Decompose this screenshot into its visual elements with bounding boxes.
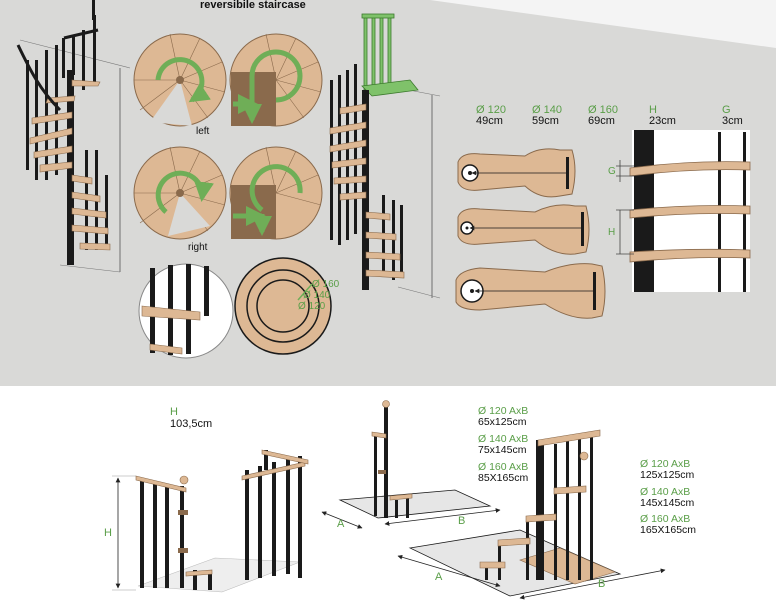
diameter-rings: Ø 160 Ø 140 Ø 120 [234, 257, 340, 355]
opening-small-label-160: Ø 160 AxB [478, 461, 528, 473]
step-dim-label-h: H [649, 104, 657, 116]
railing-h-value: 103,5cm [170, 418, 212, 430]
diameter-spec-table: Ø 120 49cm Ø 140 59cm Ø 160 69cm H 23cm … [476, 104, 743, 127]
ring-label-140: Ø 140 [303, 290, 331, 301]
spiral-staircase-left [16, 0, 131, 273]
diameter-value-120: 49cm [476, 115, 503, 127]
marker-g: G [608, 166, 616, 177]
step-shape-140 [457, 204, 590, 255]
step-dim-value-g: 3cm [722, 115, 743, 127]
opening-large-specs: Ø 120 AxB 125x125cm Ø 140 AxB 145x145cm … [640, 458, 696, 536]
diameter-label-120: Ø 120 [476, 104, 506, 116]
step-dim-label-g: G [722, 104, 731, 116]
rotation-left-label: left [196, 126, 210, 137]
opening-small-b: B [458, 515, 465, 527]
opening-small-value-120: 65x125cm [478, 416, 527, 428]
ring-label-120: Ø 120 [298, 301, 326, 312]
opening-large-b: B [598, 578, 605, 590]
step-shape-120 [457, 148, 576, 198]
diameter-label-160: Ø 160 [588, 104, 618, 116]
opening-large-a: A [435, 571, 443, 583]
opening-small-specs: Ø 120 AxB 65x125cm Ø 140 AxB 75x145cm Ø … [478, 405, 528, 484]
rotation-right-wheel-a [133, 146, 227, 240]
step-shape-160 [455, 263, 606, 319]
opening-small-value-140: 75x145cm [478, 444, 527, 456]
opening-small-label-140: Ø 140 AxB [478, 433, 528, 445]
rotation-left-wheel-b [229, 33, 323, 127]
rotation-left-wheel-a [133, 33, 227, 127]
rotation-right-wheel-b [229, 146, 323, 240]
opening-large-value-120: 125x125cm [640, 469, 695, 481]
opening-large-value-160: 165X165cm [640, 524, 696, 536]
diameter-label-140: Ø 140 [532, 104, 562, 116]
railing-detail-magnifier [138, 263, 234, 359]
railing-height-marker: H [104, 527, 112, 539]
spiral-staircase-with-landing [329, 13, 441, 299]
ring-label-160: Ø 160 [312, 279, 340, 290]
rotation-right-label: right [188, 242, 208, 253]
railing-drawing: H [104, 449, 309, 593]
opening-large-label-160: Ø 160 AxB [640, 513, 690, 525]
header-title: reversibile staircase [200, 0, 306, 11]
opening-small-value-160: 85X165cm [478, 472, 528, 484]
opening-large-label-120: Ø 120 AxB [640, 458, 690, 470]
opening-large-drawing: A B [397, 429, 666, 600]
diameter-value-160: 69cm [588, 115, 615, 127]
step-side-view: G H [608, 130, 751, 292]
diameter-value-140: 59cm [532, 115, 559, 127]
opening-small-drawing: A B [321, 400, 501, 530]
railing-h-label: H [170, 406, 178, 418]
opening-small-label-120: Ø 120 AxB [478, 405, 528, 417]
marker-h: H [608, 227, 615, 238]
opening-small-a: A [337, 518, 345, 530]
opening-large-label-140: Ø 140 AxB [640, 486, 690, 498]
opening-large-value-140: 145x145cm [640, 497, 695, 509]
step-dim-value-h: 23cm [649, 115, 676, 127]
